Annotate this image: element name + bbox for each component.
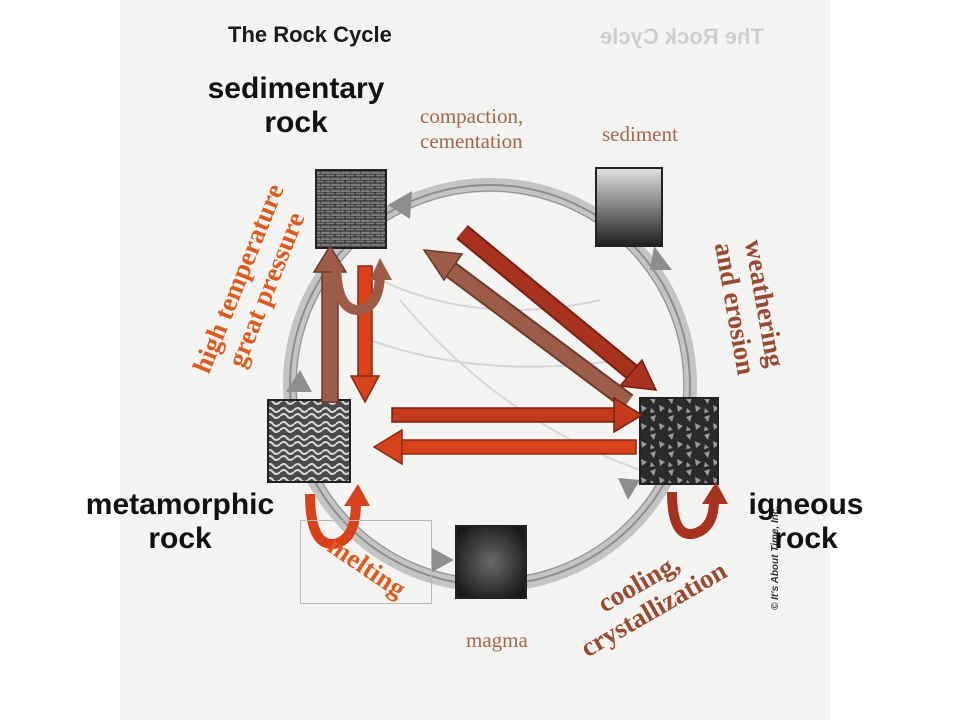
- left-margin: [0, 0, 120, 720]
- ring-arrowhead-right: [650, 246, 672, 270]
- ring-arrowhead-lower-right: [618, 478, 640, 500]
- compaction-cementation-label: compaction, cementation: [420, 104, 524, 153]
- metamorphic-to-igneous-arrow: [391, 396, 644, 434]
- igneous-to-metamorphic-arrow: [372, 428, 637, 466]
- worksheet-scan: [120, 0, 830, 720]
- igneous-to-sedimentary-arrow: [422, 249, 634, 410]
- sedimentary-rock-label: sedimentary rock: [207, 72, 385, 139]
- sedimentary-loop-arrow: [331, 258, 392, 315]
- sediment-label: sediment: [602, 122, 678, 146]
- metamorphic-rock-label: metamorphic rock: [85, 488, 275, 555]
- magma-sample: [455, 525, 527, 599]
- magma-label: magma: [466, 628, 528, 652]
- metamorphic-loop-arrow: [305, 484, 370, 549]
- ring-arrowhead-left: [286, 370, 312, 392]
- metamorphic-to-sedimentary-arrow: [312, 244, 348, 403]
- melting-outline-box: [300, 520, 432, 604]
- metamorphic-rock-sample: [267, 399, 351, 483]
- igneous-loop-arrow: [667, 482, 728, 539]
- ring-arrowhead-bottom: [432, 548, 454, 572]
- sedimentary-to-metamorphic-arrow: [349, 265, 381, 404]
- sedimentary-to-igneous-arrow: [456, 225, 658, 391]
- sedimentary-rock-sample: [315, 169, 387, 249]
- sediment-sample: [595, 167, 663, 247]
- right-margin: [830, 0, 960, 720]
- igneous-rock-sample: [639, 397, 719, 485]
- igneous-rock-label: igneous rock: [748, 488, 864, 555]
- ring-arrowhead-top: [388, 191, 412, 219]
- sheet-title: The Rock Cycle: [228, 22, 392, 47]
